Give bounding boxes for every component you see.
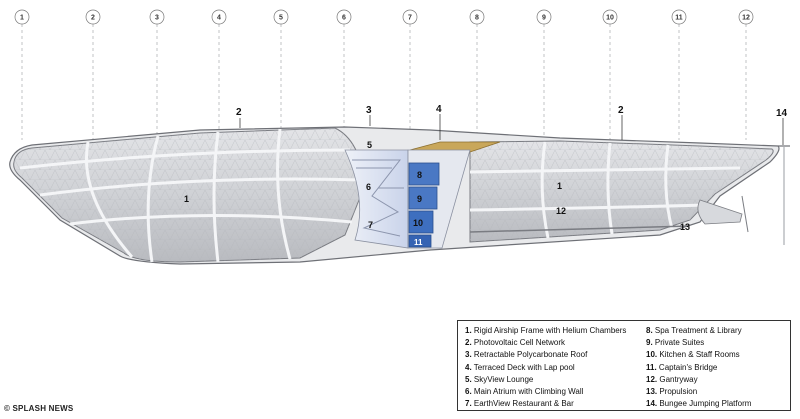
label-12: 12 — [556, 206, 566, 216]
column-marker-7 — [402, 9, 418, 25]
legend-item-number: 3. — [465, 350, 472, 360]
column-marker-8 — [469, 9, 485, 25]
label-1-left: 1 — [184, 194, 189, 204]
left-frame-ribs — [19, 128, 363, 263]
column-marker-10 — [602, 9, 618, 25]
callout-3: 3 — [366, 105, 372, 116]
column-marker-3 — [149, 9, 165, 25]
column-marker-1 — [14, 9, 30, 25]
column-number-12: 12 — [742, 15, 750, 22]
legend-item: 11. Captain's Bridge — [646, 362, 751, 374]
column-number-6: 6 — [342, 15, 346, 22]
legend-item-text: Private Suites — [652, 338, 705, 348]
room-8-spa — [408, 162, 440, 186]
column-number-11: 11 — [675, 15, 683, 22]
gantryway — [469, 225, 691, 233]
legend-item: 5. SkyView Lounge — [465, 374, 626, 386]
column-number-8: 8 — [475, 15, 479, 22]
right-frame-ribs — [469, 141, 741, 239]
legend-item: 3. Retractable Polycarbonate Roof — [465, 349, 626, 361]
legend-item-number: 1. — [465, 326, 472, 335]
legend-item: 10. Kitchen & Staff Rooms — [646, 349, 751, 361]
legend-item-text: Retractable Polycarbonate Roof — [471, 350, 588, 360]
legend-item: 2. Photovoltaic Cell Network — [465, 337, 626, 349]
column-marker-4 — [211, 9, 227, 25]
legend-item-text: Propulsion — [657, 387, 698, 397]
legend-item-text: Bungee Jumping Platform — [657, 399, 752, 409]
legend-item-number: 9. — [646, 338, 653, 348]
legend-left-column: 1. Rigid Airship Frame with Helium Chamb… — [465, 325, 626, 410]
legend-item-text: SkyView Lounge — [471, 374, 534, 384]
room-9-suites — [408, 186, 438, 210]
callout-14: 14 — [776, 108, 788, 119]
room-11-bridge — [408, 234, 432, 248]
column-number-7: 7 — [408, 15, 412, 22]
legend-item: 13. Propulsion — [646, 386, 751, 398]
legend-item-number: 7. — [465, 399, 472, 409]
column-number-9: 9 — [542, 15, 546, 22]
column-marker-5 — [273, 9, 289, 25]
legend-item-number: 11. — [646, 362, 657, 372]
legend-item: 6. Main Atrium with Climbing Wall — [465, 386, 626, 398]
column-marker-6 — [336, 9, 352, 25]
callout-leaders — [239, 114, 784, 145]
column-marker-2 — [85, 9, 101, 25]
propulsion-unit — [697, 199, 743, 225]
legend-item: 4. Terraced Deck with Lap pool — [465, 362, 626, 374]
stair-structure — [352, 159, 404, 237]
label-13: 13 — [680, 222, 690, 232]
room-label-11: 11 — [414, 238, 423, 247]
legend-item-number: 13. — [646, 387, 658, 397]
column-number-5: 5 — [279, 15, 283, 22]
legend-item-text: Kitchen & Staff Rooms — [657, 350, 740, 360]
label-7: 7 — [368, 220, 373, 230]
legend-item-text: Captain's Bridge — [656, 362, 718, 372]
legend-item-number: 2. — [465, 338, 472, 348]
legend-item-number: 10. — [646, 350, 658, 360]
column-number-10: 10 — [606, 15, 614, 22]
legend-item: 9. Private Suites — [646, 337, 751, 349]
column-marker-9 — [536, 9, 552, 25]
room-label-8: 8 — [417, 170, 422, 180]
legend-item-text: Rigid Airship Frame with Helium Chambers — [471, 326, 627, 335]
legend-item: 8. Spa Treatment & Library — [646, 325, 751, 337]
callout-2-right: 2 — [618, 105, 624, 116]
legend-item-text: Main Atrium with Climbing Wall — [471, 387, 584, 397]
room-label-10: 10 — [413, 218, 423, 228]
label-1-right: 1 — [557, 181, 562, 191]
legend-item-number: 14. — [646, 399, 658, 409]
column-number-3: 3 — [155, 15, 159, 22]
legend-item-number: 12. — [646, 374, 658, 384]
legend-item-text: Gantryway — [657, 374, 698, 384]
column-number-1: 1 — [20, 15, 24, 22]
legend-item-number: 4. — [465, 362, 472, 372]
column-number-2: 2 — [91, 15, 95, 22]
legend-item: 1. Rigid Airship Frame with Helium Chamb… — [465, 325, 626, 337]
legend-item-number: 8. — [646, 326, 653, 335]
legend-item-number: 6. — [465, 387, 472, 397]
column-marker-12 — [738, 9, 754, 25]
label-5: 5 — [367, 140, 372, 150]
room-label-9: 9 — [417, 194, 422, 204]
legend-item-number: 5. — [465, 374, 472, 384]
legend-item-text: Spa Treatment & Library — [652, 326, 742, 335]
label-6: 6 — [366, 182, 371, 192]
legend-item: 12. Gantryway — [646, 374, 751, 386]
legend-item: 14. Bungee Jumping Platform — [646, 398, 751, 410]
legend-item: 7. EarthView Restaurant & Bar — [465, 398, 626, 410]
room-10-kitchen — [408, 210, 434, 234]
callout-2-left: 2 — [236, 107, 242, 118]
legend-box: 1. Rigid Airship Frame with Helium Chamb… — [457, 320, 791, 411]
column-number-4: 4 — [217, 15, 221, 22]
legend-item-text: EarthView Restaurant & Bar — [471, 399, 574, 409]
photo-credit: © SPLASH NEWS — [4, 404, 74, 413]
legend-item-text: Photovoltaic Cell Network — [471, 338, 566, 348]
legend-item-text: Terraced Deck with Lap pool — [471, 362, 575, 372]
column-marker-11 — [671, 9, 687, 25]
callout-4: 4 — [436, 104, 442, 115]
